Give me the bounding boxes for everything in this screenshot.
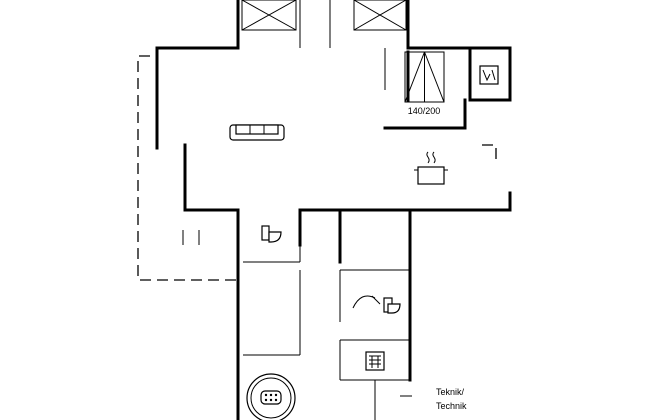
cooking-pot-icon [414,151,448,185]
interior-walls [182,0,412,420]
outer-walls [155,0,512,420]
shower-toilet-icon [352,295,401,314]
terrace-outline [137,55,497,281]
bed-double [404,51,445,103]
technical-room-label-de: Technik [436,401,467,411]
whirlpool-icon [246,373,296,420]
technical-room-label: Teknik/ [436,387,465,397]
toilet-icon [261,225,282,243]
washing-machine-icon [479,65,499,85]
bed-top-left [241,0,297,31]
bed-size-label: 140/200 [408,106,441,116]
dishwasher-icon [365,351,385,371]
bed-top-right [353,0,407,31]
sofa-icon [229,124,285,141]
